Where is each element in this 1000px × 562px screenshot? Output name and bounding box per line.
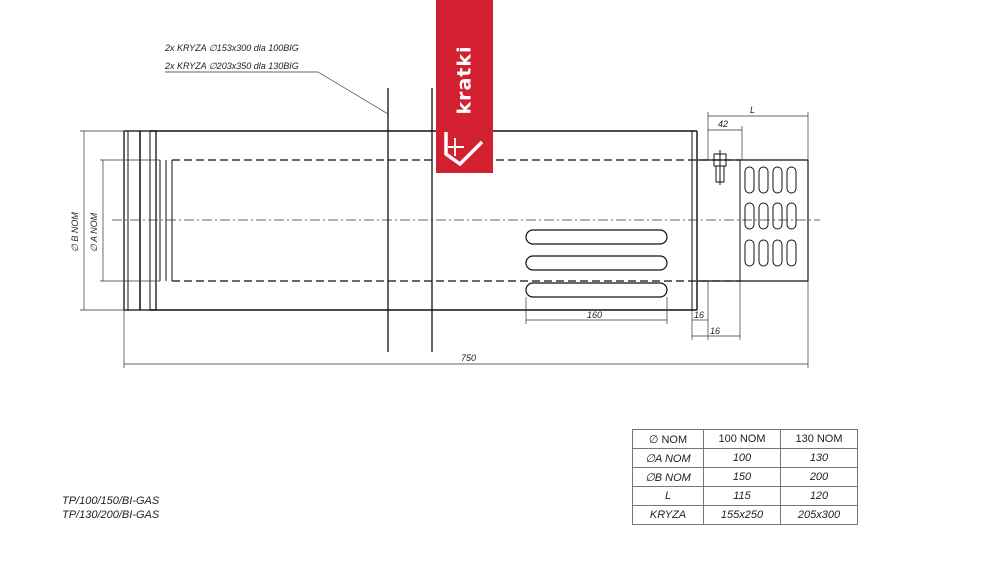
total-length-label: 750 bbox=[461, 353, 476, 363]
table-header-cell: 100 NOM bbox=[703, 429, 781, 449]
diameter-dims bbox=[80, 130, 160, 311]
table-header-row: ∅ NOM 100 NOM 130 NOM bbox=[632, 429, 858, 449]
brand-banner: kratki bbox=[436, 0, 493, 173]
inner-extension bbox=[697, 150, 809, 282]
note-line-1: 2x KRYZA ∅153x300 dla 100BIG bbox=[164, 43, 299, 53]
table-cell: 205x300 bbox=[780, 505, 858, 525]
table-cell: 200 bbox=[780, 467, 858, 487]
table-cell: 130 bbox=[780, 448, 858, 468]
diameter-a-label: ∅ A NOM bbox=[89, 212, 99, 252]
table-cell: 100 bbox=[703, 448, 781, 468]
brand-logo-icon bbox=[444, 132, 484, 167]
table-header-cell: 130 NOM bbox=[780, 429, 858, 449]
total-length-dim bbox=[123, 281, 809, 368]
slot-length-label: 160 bbox=[587, 310, 602, 320]
length-l-label: L bbox=[750, 105, 755, 115]
model-code: TP/100/150/BI-GAS bbox=[62, 495, 160, 507]
table-row: ∅A NOM 100 130 bbox=[632, 448, 858, 468]
table-cell: 120 bbox=[780, 486, 858, 506]
table-cell: ∅A NOM bbox=[632, 448, 704, 468]
kryza-marks bbox=[387, 88, 433, 352]
offset-42-label: 42 bbox=[718, 119, 728, 129]
note-line-2: 2x KRYZA ∅203x350 dla 130BIG bbox=[164, 61, 299, 71]
table-row: ∅B NOM 150 200 bbox=[632, 467, 858, 487]
right-dims bbox=[691, 112, 809, 340]
table-cell: 150 bbox=[703, 467, 781, 487]
slot-length-dim bbox=[525, 297, 668, 324]
diameter-b-label: ∅ B NOM bbox=[70, 212, 80, 252]
spec-table: ∅ NOM 100 NOM 130 NOM ∅A NOM 100 130 ∅B … bbox=[632, 429, 858, 525]
table-cell: KRYZA bbox=[632, 505, 704, 525]
model-codes: TP/100/150/BI-GAS TP/130/200/BI-GAS bbox=[62, 494, 159, 522]
inner-slots bbox=[744, 166, 797, 267]
table-row: L 115 120 bbox=[632, 486, 858, 506]
table-cell: 115 bbox=[703, 486, 781, 506]
table-row: KRYZA 155x250 205x300 bbox=[632, 505, 858, 525]
inner-pipe bbox=[172, 159, 740, 282]
outer-slots bbox=[525, 229, 668, 298]
table-cell: L bbox=[632, 486, 704, 506]
note-leader bbox=[317, 71, 389, 115]
table-header-cell: ∅ NOM bbox=[632, 429, 704, 449]
brand-logo-text: kratki bbox=[453, 45, 476, 115]
offset-16-upper-label: 16 bbox=[694, 310, 704, 320]
table-cell: ∅B NOM bbox=[632, 467, 704, 487]
model-code: TP/130/200/BI-GAS bbox=[62, 509, 160, 521]
table-cell: 155x250 bbox=[703, 505, 781, 525]
offset-16-lower-label: 16 bbox=[710, 326, 720, 336]
outer-pipe bbox=[123, 130, 698, 311]
